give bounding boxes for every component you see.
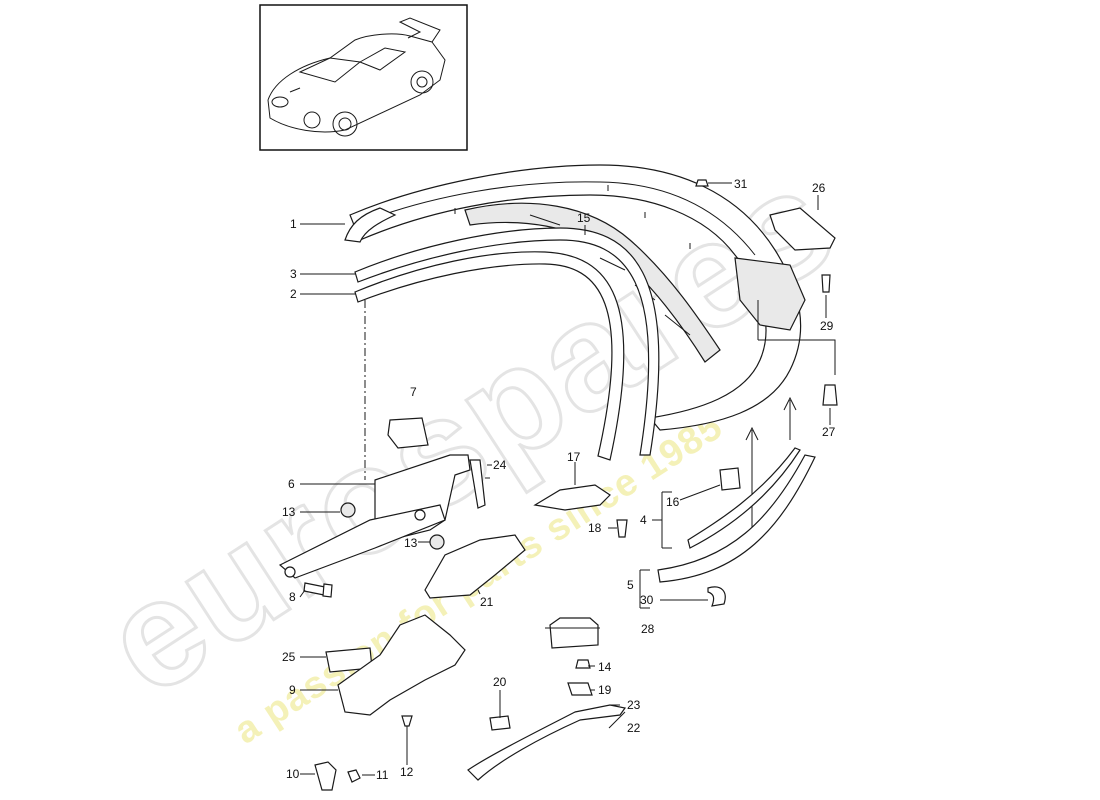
part-2-seal: [354, 251, 625, 461]
car-thumbnail-icon: [267, 17, 446, 137]
callout-6: 6: [288, 477, 295, 491]
callout-29: 29: [820, 319, 834, 333]
part-19-clip: [567, 682, 593, 696]
callout-3: 3: [290, 267, 297, 281]
callout-18: 18: [588, 521, 602, 535]
callout-11: 11: [376, 768, 389, 782]
callout-13: 13: [282, 505, 296, 519]
callout-labels: 1 3 2 15 31 26 29 27 7 6 24 13 13 17 18 …: [282, 177, 836, 782]
callout-19: 19: [598, 683, 612, 697]
part-29-bolt: [757, 274, 836, 375]
callout-5: 5: [627, 578, 634, 592]
part-26-bracket: [769, 195, 836, 251]
part-9-housing: [337, 614, 466, 716]
part-30-cap: [660, 586, 726, 607]
callout-8: 8: [289, 590, 296, 604]
part-5-seal: [657, 454, 816, 583]
part-8-bolt: [303, 582, 333, 598]
car-thumbnail: [259, 4, 468, 151]
part-31-nut: [695, 179, 732, 187]
part-17-bracket: [533, 484, 611, 511]
part-12-pin: [401, 715, 413, 727]
part-1-header: [344, 207, 397, 243]
callout-26: 26: [812, 181, 826, 195]
part-14-nut: [575, 659, 591, 669]
callout-21: 21: [480, 595, 494, 609]
part-18-screw: [616, 519, 628, 538]
part-3-seal: [354, 227, 660, 456]
callout-23: 23: [627, 698, 641, 712]
callout-25: 25: [282, 650, 296, 664]
part-20-clip: [489, 715, 511, 731]
callout-20: 20: [493, 675, 507, 689]
callout-24: 24: [493, 458, 507, 472]
callout-4: 4: [640, 513, 647, 527]
callout-10: 10: [286, 767, 300, 781]
callout-13b: 13: [404, 536, 418, 550]
part-13-grommet-a: [340, 502, 356, 518]
part-7-pad: [387, 417, 429, 449]
callout-14: 14: [598, 660, 612, 674]
callout-31: 31: [734, 177, 748, 191]
callout-9: 9: [289, 683, 296, 697]
callout-7: 7: [410, 385, 417, 399]
part-13-grommet-b: [429, 534, 445, 550]
callout-22: 22: [627, 721, 641, 735]
part-16-clip: [679, 467, 741, 501]
part-11-clip: [347, 769, 361, 783]
part-4-strip: [687, 447, 801, 549]
part-21-cover: [424, 534, 526, 599]
callout-28: 28: [641, 622, 655, 636]
callout-2: 2: [290, 287, 297, 301]
callout-27: 27: [822, 425, 836, 439]
hinge-mechanism: [278, 454, 492, 579]
part-28-block: [549, 617, 599, 649]
callout-1: 1: [290, 217, 297, 231]
callout-12: 12: [400, 765, 414, 779]
callout-16: 16: [666, 495, 680, 509]
part-27-bumper: [822, 384, 838, 425]
callout-15: 15: [577, 211, 591, 225]
callout-30: 30: [640, 593, 654, 607]
callout-17: 17: [567, 450, 581, 464]
part-22-cable: [467, 704, 627, 781]
part-10-clamp: [314, 761, 337, 791]
